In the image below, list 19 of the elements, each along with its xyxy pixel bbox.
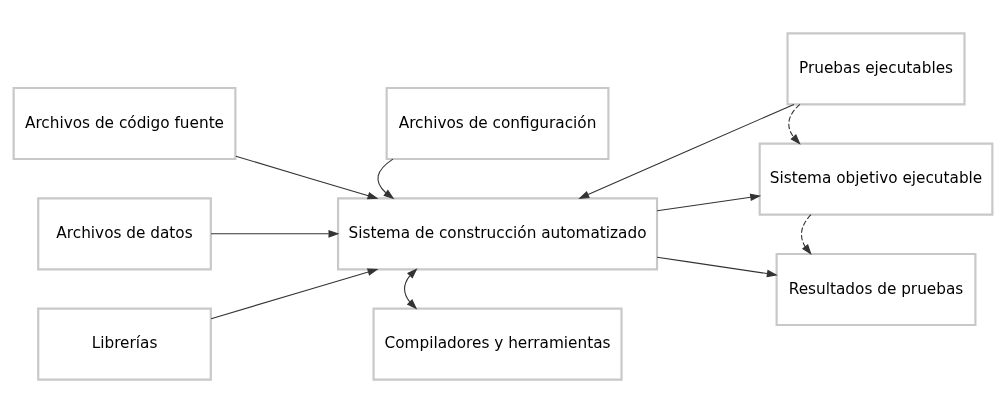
arrow: [235, 155, 379, 199]
arrow: [788, 103, 801, 145]
arrow: [377, 158, 395, 199]
node-box: Resultados de pruebas: [775, 252, 977, 326]
arrow: [210, 229, 340, 238]
arrow: [656, 256, 778, 277]
node-box: Pruebas ejecutables: [786, 31, 966, 105]
arrow: [656, 193, 762, 211]
node-box: Archivos de código fuente: [12, 86, 237, 160]
node-box: Librerías: [37, 307, 212, 381]
node-box: Archivos de datos: [37, 196, 212, 270]
node-box: Sistema de construcción automatizado: [336, 196, 659, 270]
arrow: [210, 267, 379, 319]
arrow: [800, 213, 812, 255]
arrow: [404, 267, 418, 310]
node-box: Archivos de configuración: [385, 86, 610, 160]
node-box: Compiladores y herramientas: [372, 307, 623, 381]
arrow: [578, 103, 795, 199]
node-box: Sistema objetivo ejecutable: [758, 142, 994, 216]
